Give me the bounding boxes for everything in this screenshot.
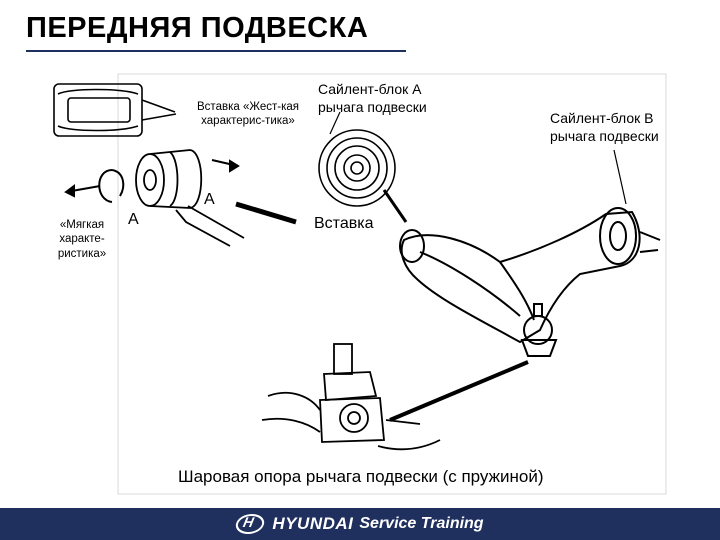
insert-hard-label: Вставка «Жест-кая характерис-тика» bbox=[197, 101, 299, 128]
footer-brand: HYUNDAI bbox=[272, 514, 354, 533]
slide-title: ПЕРЕДНЯЯ ПОДВЕСКА bbox=[26, 12, 369, 44]
bushing-b-label: Сайлент-блок В рычага подвески bbox=[550, 110, 659, 144]
ball-joint-label: Шаровая опора рычага подвески (с пружино… bbox=[178, 467, 544, 486]
arrow-icon bbox=[211, 159, 240, 173]
steering-knuckle-icon bbox=[261, 343, 441, 451]
ball-joint-icon bbox=[520, 303, 558, 357]
section-a-label: A bbox=[128, 211, 139, 228]
title-underline bbox=[26, 50, 406, 52]
rotation-arrow-icon bbox=[64, 169, 125, 203]
footer-tagline: Service Training bbox=[359, 515, 484, 532]
section-a-label-2: A bbox=[204, 191, 215, 208]
insert-soft-label: «Мягкая характе-ристика» bbox=[57, 219, 107, 260]
bushing-a-rings-icon bbox=[318, 129, 396, 207]
footer-bar: HYUNDAI Service Training bbox=[0, 508, 720, 540]
bushing-a-label: Сайлент-блок А рычага подвески bbox=[318, 81, 427, 115]
control-arm-icon bbox=[399, 207, 661, 344]
bushing-section-icon bbox=[53, 83, 177, 137]
pointer-line-ball bbox=[389, 360, 529, 422]
hyundai-logo-icon bbox=[234, 514, 267, 534]
pointer-line bbox=[235, 201, 297, 225]
drawing-frame bbox=[117, 73, 667, 495]
insert-label: Вставка bbox=[312, 214, 376, 234]
bushing-3d-icon bbox=[135, 149, 245, 247]
